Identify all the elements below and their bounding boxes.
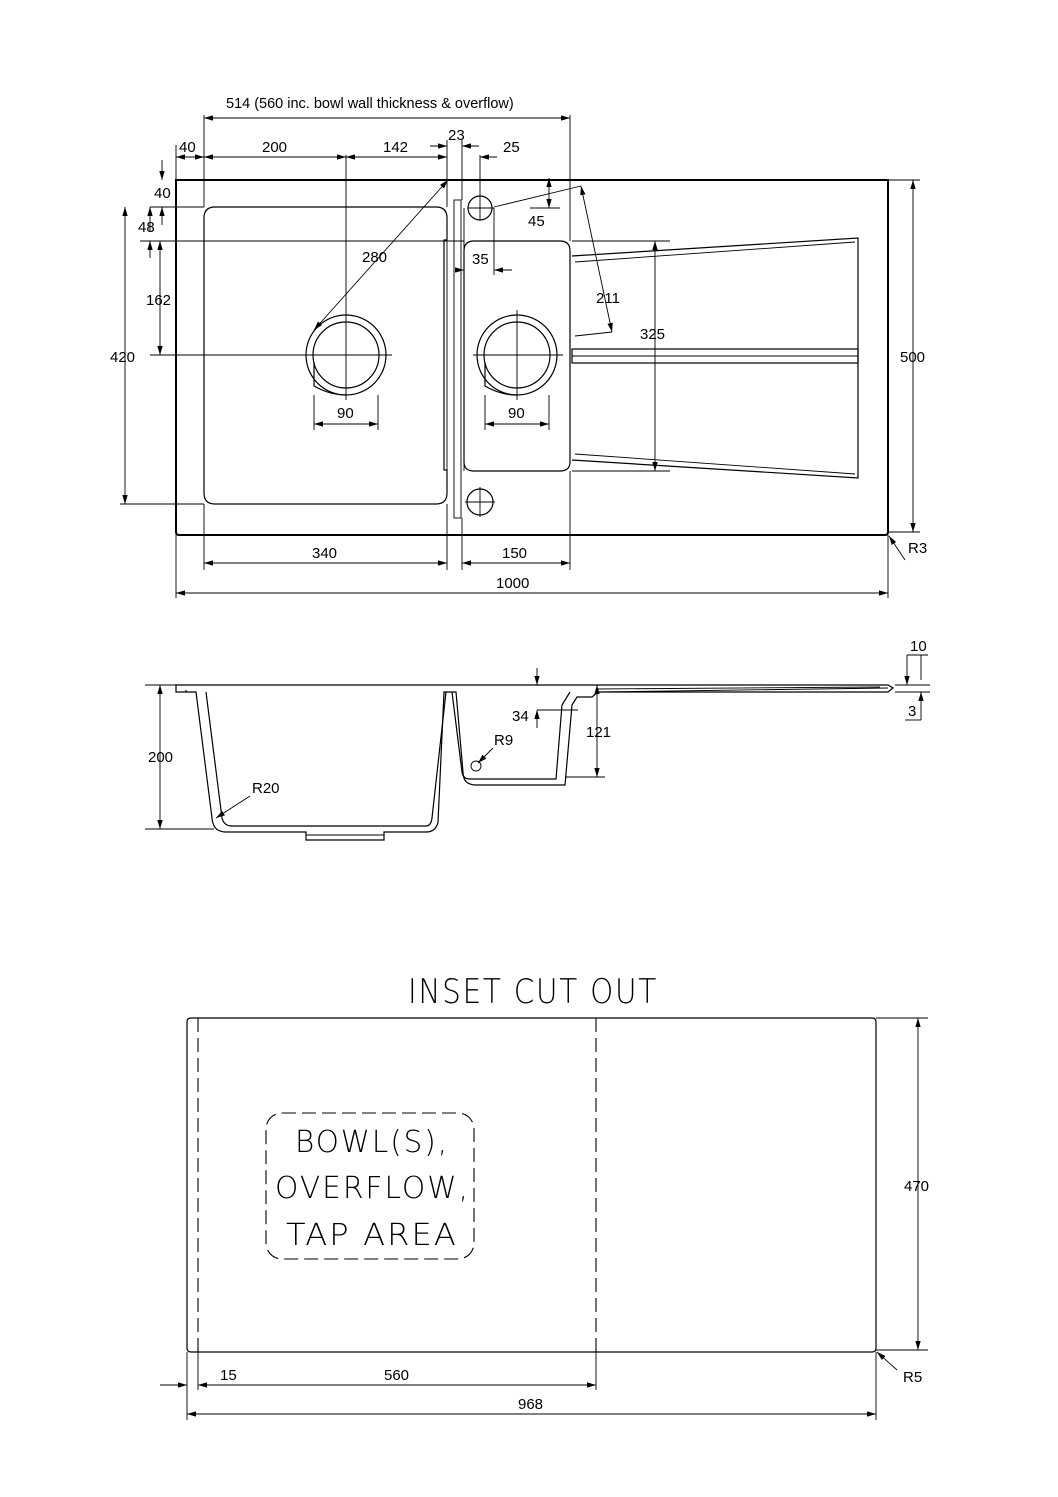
dim-45: 45 (528, 213, 545, 230)
dim-150: 150 (502, 545, 527, 562)
dim-211: 211 (596, 290, 620, 307)
dim-40-top: 40 (154, 185, 171, 202)
dim-280: 280 (362, 249, 387, 266)
optional-tap-hole-icon (465, 487, 495, 517)
bowl-area-label-box (265, 1112, 475, 1260)
main-bowl (203, 206, 448, 505)
dim-r9: R9 (494, 732, 513, 749)
plan-view: 514 (560 inc. bowl wall thickness & over… (110, 96, 927, 598)
dim-1000: 1000 (496, 575, 529, 592)
half-bowl-waste (473, 310, 563, 400)
dim-10: 10 (910, 638, 927, 655)
bowl-area-label-line3: TAP AREA (286, 1218, 458, 1253)
tap-hole (467, 195, 494, 221)
dim-r3: R3 (908, 540, 927, 557)
dim-200-depth: 200 (148, 749, 173, 766)
dim-48: 48 (138, 219, 155, 236)
dim-968: 968 (518, 1396, 543, 1413)
sink-outline (175, 179, 889, 536)
overflow-slot (453, 199, 462, 519)
cutout-view: INSET CUT OUT BOWL(S), OVERFLOW, TAP ARE… (160, 972, 929, 1420)
dim-121: 121 (586, 724, 611, 741)
dim-15: 15 (220, 1367, 237, 1384)
half-bowl (463, 240, 571, 472)
dim-40-left: 40 (179, 139, 196, 156)
cutout-title: INSET CUT OUT (408, 972, 658, 1012)
main-bowl-waste (302, 310, 392, 400)
dim-514: 514 (560 inc. bowl wall thickness & over… (226, 96, 514, 112)
cutout-outline (186, 1017, 877, 1353)
dim-35: 35 (472, 251, 489, 268)
dim-23: 23 (448, 127, 465, 144)
dim-470: 470 (904, 1178, 929, 1195)
dim-162: 162 (146, 292, 171, 309)
dim-90-left: 90 (337, 405, 354, 422)
dim-420: 420 (110, 349, 135, 366)
bowl-area-label-line2: OVERFLOW, (275, 1171, 470, 1206)
section-profile (175, 684, 895, 841)
dim-142: 142 (383, 139, 408, 156)
dim-340: 340 (312, 545, 337, 562)
dim-3: 3 (908, 703, 916, 720)
dim-500: 500 (900, 349, 925, 366)
dim-90-right: 90 (508, 405, 525, 422)
dim-325: 325 (640, 326, 665, 343)
dim-r20: R20 (252, 780, 280, 797)
drainer (571, 237, 859, 479)
dim-r5: R5 (903, 1369, 922, 1386)
dim-25: 25 (503, 139, 520, 156)
dim-560: 560 (384, 1367, 409, 1384)
dim-34: 34 (512, 708, 529, 725)
dim-200: 200 (262, 139, 287, 156)
section-view: 10 3 34 121 R9 200 R20 (145, 638, 930, 841)
bowl-area-label-line1: BOWL(S), (295, 1125, 449, 1160)
